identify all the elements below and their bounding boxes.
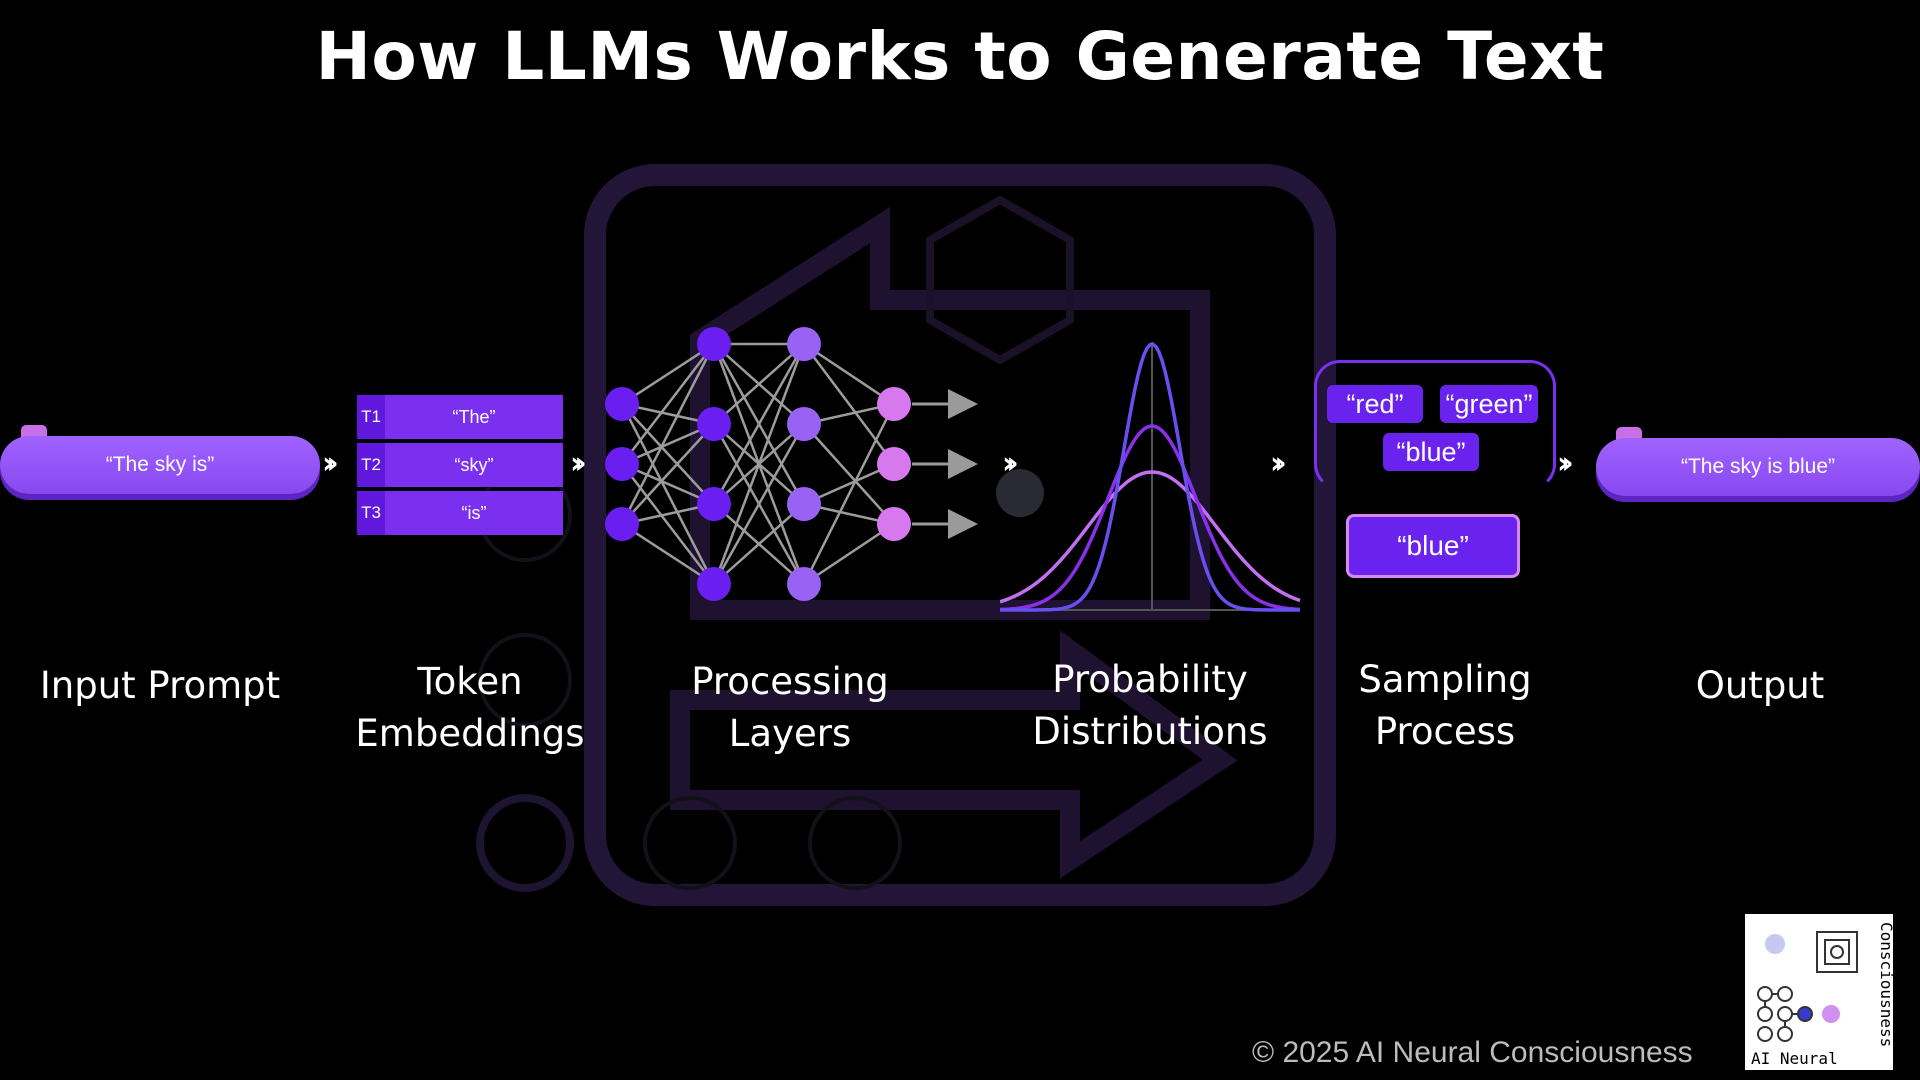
stage-label-input-prompt: Input Prompt bbox=[20, 660, 300, 712]
token-id: T1 bbox=[357, 395, 385, 439]
hidden-layer-2-nodes bbox=[787, 327, 821, 601]
stage-label-line: Layers bbox=[728, 712, 852, 755]
input-prompt-text: “The sky is” bbox=[105, 453, 215, 476]
stage-label-line: Distributions bbox=[1032, 710, 1268, 753]
hidden-layer-1-nodes bbox=[697, 327, 731, 601]
stage-label-line: Token bbox=[417, 660, 523, 703]
token-text: “is” bbox=[461, 503, 487, 523]
stage-label-token-embeddings: Token Embeddings bbox=[340, 656, 600, 760]
output-arrows bbox=[912, 389, 978, 539]
token-embedding: T1 “The” bbox=[357, 395, 563, 439]
copyright-footer: © 2025 AI Neural Consciousness bbox=[1252, 1036, 1693, 1069]
network-connections bbox=[620, 342, 896, 586]
stage-label-line: Processing bbox=[691, 660, 889, 703]
output-text: “The sky is blue” bbox=[1680, 455, 1836, 478]
sampling-candidates-box bbox=[1314, 360, 1556, 490]
brand-logo: AI Neural Consciousness bbox=[1745, 914, 1896, 1070]
token-text: “sky” bbox=[454, 455, 494, 475]
token-embedding: T3 “is” bbox=[357, 491, 563, 535]
probability-distribution-curves bbox=[1000, 342, 1301, 612]
output-pill: “The sky is blue” bbox=[1596, 438, 1920, 496]
stage-label-processing-layers: Processing Layers bbox=[660, 656, 920, 760]
logo-text-line1: AI Neural bbox=[1751, 1049, 1838, 1068]
wide-distribution-curve bbox=[1000, 470, 1301, 604]
stage-label-line: Embeddings bbox=[355, 712, 585, 755]
chevron-icon: ›› bbox=[322, 446, 338, 481]
token-id: T2 bbox=[357, 443, 385, 487]
stage-label-output: Output bbox=[1640, 660, 1880, 712]
page-title: How LLMs Works to Generate Text bbox=[315, 18, 1605, 95]
stage-label-line: Process bbox=[1374, 710, 1516, 753]
token-embedding: T2 “sky” bbox=[357, 443, 563, 487]
output-layer-nodes bbox=[877, 387, 911, 541]
chevron-icon: ›› bbox=[1557, 446, 1573, 481]
input-prompt-pill: “The sky is” bbox=[0, 436, 320, 494]
stage-label-line: Input Prompt bbox=[39, 664, 281, 707]
candidate-token-chip: “green” bbox=[1440, 385, 1538, 423]
token-id: T3 bbox=[357, 491, 385, 535]
narrow-distribution-curve bbox=[1000, 342, 1300, 612]
stage-label-line: Output bbox=[1695, 664, 1825, 707]
logo-text-line2: Consciousness bbox=[1877, 922, 1893, 1047]
candidate-token-chip: “red” bbox=[1327, 385, 1423, 423]
chevron-icon: ›› bbox=[570, 446, 586, 481]
stage-label-probability-distributions: Probability Distributions bbox=[1010, 654, 1290, 758]
medium-distribution-curve bbox=[1000, 424, 1301, 612]
stage-label-line: Probability bbox=[1052, 658, 1248, 701]
candidate-token-chip: “blue” bbox=[1383, 433, 1479, 471]
selected-token-chip: “blue” bbox=[1346, 514, 1520, 578]
stage-label-line: Sampling bbox=[1358, 658, 1532, 701]
stage-label-sampling-process: Sampling Process bbox=[1320, 654, 1570, 758]
token-text: “The” bbox=[452, 407, 496, 427]
neural-network-diagram bbox=[605, 327, 978, 601]
input-layer-nodes bbox=[605, 387, 639, 541]
